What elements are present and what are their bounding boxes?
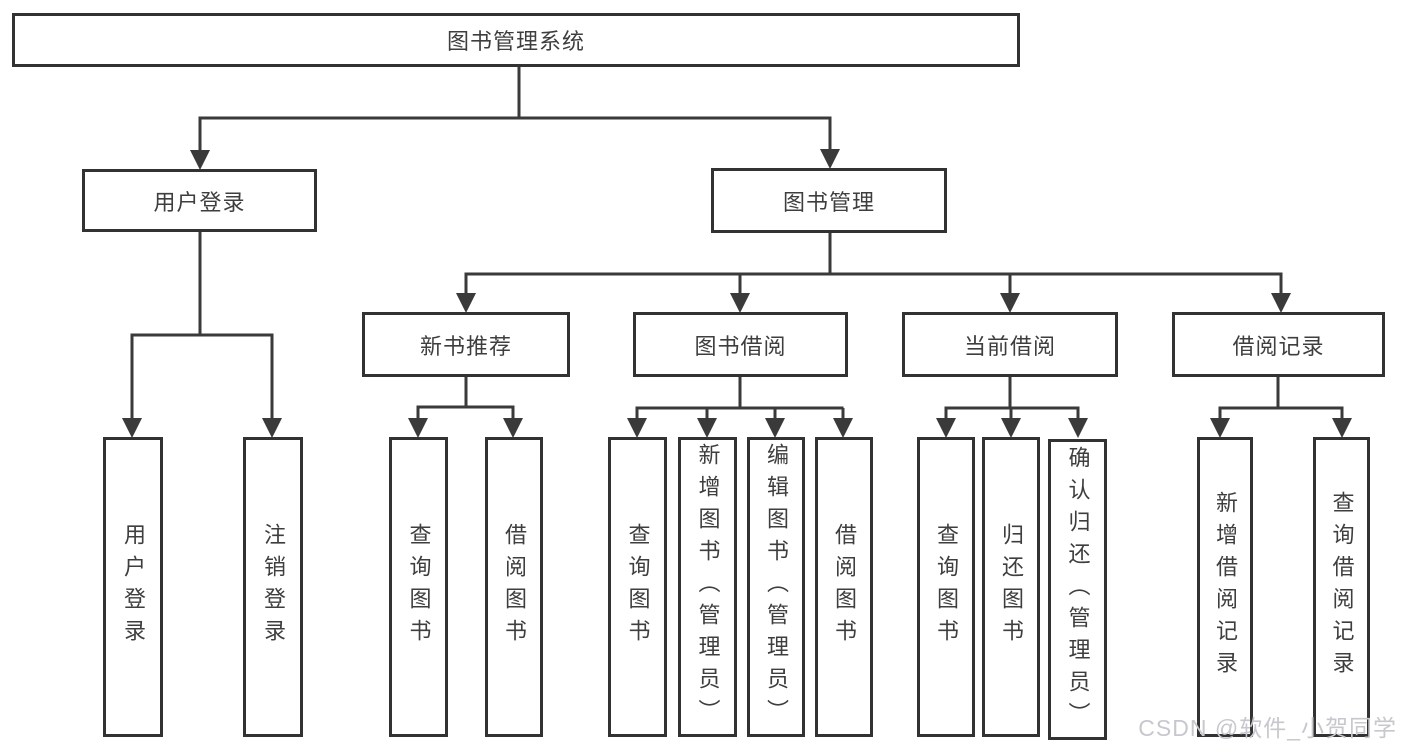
arrowhead-icon [697, 418, 717, 438]
leaf-user-login: 用户登录 [103, 437, 163, 737]
arrowhead-icon [833, 418, 853, 438]
arrowhead-icon [122, 418, 142, 438]
arrowhead-icon [456, 293, 476, 313]
leaf-query-book-2: 查询图书 [608, 437, 667, 737]
arrowhead-icon [936, 418, 956, 438]
leaf-logout: 注销登录 [243, 437, 303, 737]
leaf-add-record: 新增借阅记录 [1197, 437, 1253, 737]
arrowhead-icon [730, 293, 750, 313]
arrowhead-icon [1000, 293, 1020, 313]
node-book-mgmt: 图书管理 [711, 168, 947, 233]
arrowhead-icon [820, 149, 840, 169]
leaf-query-record: 查询借阅记录 [1313, 437, 1370, 737]
leaf-borrow-book-2-label: 借阅图书 [832, 523, 857, 651]
leaf-add-book-label: 新增图书（管理员） [695, 443, 721, 731]
arrowhead-icon [190, 150, 210, 170]
leaf-query-book-3: 查询图书 [917, 437, 975, 737]
node-new-books-label: 新书推荐 [419, 333, 512, 359]
leaf-confirm-return: 确认归还（管理员） [1048, 439, 1107, 740]
leaf-query-book-1-label: 查询图书 [406, 523, 432, 651]
node-user-login-label: 用户登录 [153, 189, 246, 215]
leaf-add-record-label: 新增借阅记录 [1213, 491, 1238, 683]
leaf-borrow-book-1-label: 借阅图书 [502, 523, 527, 651]
arrowhead-icon [1332, 418, 1352, 438]
arrowhead-icon [408, 418, 428, 438]
leaf-borrow-book-2: 借阅图书 [815, 437, 873, 737]
leaf-confirm-return-label: 确认归还（管理员） [1065, 445, 1091, 734]
leaf-return-book: 归还图书 [982, 437, 1040, 737]
arrowhead-icon [1068, 418, 1088, 438]
node-borrow-records-label: 借阅记录 [1232, 333, 1325, 359]
leaf-borrow-book-1: 借阅图书 [485, 437, 543, 737]
leaf-query-book-1: 查询图书 [389, 437, 448, 737]
node-new-books: 新书推荐 [362, 312, 570, 377]
arrowhead-icon [1001, 418, 1021, 438]
node-root: 图书管理系统 [12, 13, 1020, 67]
arrowhead-icon [503, 418, 523, 438]
node-book-mgmt-label: 图书管理 [782, 189, 875, 215]
leaf-add-book: 新增图书（管理员） [678, 437, 737, 737]
leaf-query-book-3-label: 查询图书 [934, 523, 959, 651]
leaf-logout-label: 注销登录 [261, 523, 286, 651]
leaf-edit-book-label: 编辑图书（管理员） [764, 443, 789, 731]
leaf-edit-book: 编辑图书（管理员） [747, 437, 805, 737]
arrowhead-icon [627, 418, 647, 438]
node-book-borrow: 图书借阅 [633, 312, 848, 377]
arrowhead-icon [262, 418, 282, 438]
arrowhead-icon [1271, 293, 1291, 313]
node-borrow-records: 借阅记录 [1172, 312, 1385, 377]
node-root-label: 图书管理系统 [446, 29, 585, 54]
node-current-borrow: 当前借阅 [902, 312, 1118, 377]
arrowhead-icon [765, 418, 785, 438]
leaf-query-record-label: 查询借阅记录 [1329, 491, 1355, 683]
node-current-borrow-label: 当前借阅 [963, 333, 1056, 359]
csdn-watermark: CSDN @软件_小贺同学 [1138, 715, 1397, 741]
leaf-user-login-label: 用户登录 [121, 523, 146, 651]
leaf-return-book-label: 归还图书 [999, 523, 1024, 651]
leaf-query-book-2-label: 查询图书 [625, 523, 651, 651]
node-book-borrow-label: 图书借阅 [694, 333, 787, 359]
arrowhead-icon [1210, 418, 1230, 438]
node-user-login: 用户登录 [82, 169, 317, 232]
